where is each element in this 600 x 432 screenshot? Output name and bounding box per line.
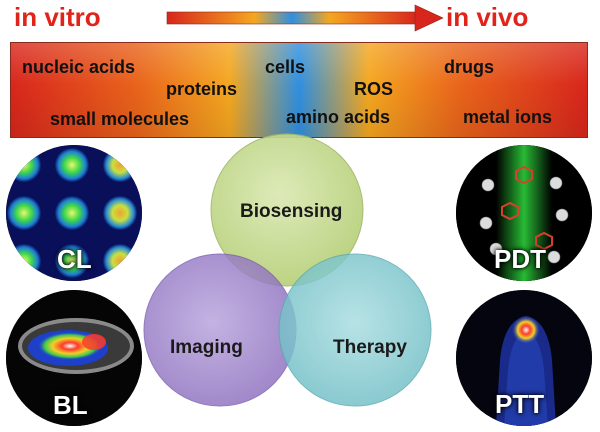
term-cells: cells	[265, 57, 306, 77]
in-vitro-label: in vitro	[14, 2, 101, 32]
pdt-label: PDT	[494, 244, 546, 274]
photothermal-therapy-image	[456, 290, 592, 426]
ptt-image-badge	[456, 290, 592, 426]
cl-image-badge	[6, 145, 142, 281]
ptt-label: PTT	[495, 389, 545, 419]
term-metal-ions: metal ions	[463, 107, 553, 127]
venn-circle-therapy	[278, 253, 432, 407]
venn-circle-biosensing	[210, 133, 364, 287]
photodynamic-therapy-image	[456, 145, 592, 281]
venn-circle-imaging	[143, 253, 297, 407]
bl-image-badge	[6, 290, 142, 426]
term-proteins: proteins	[166, 79, 238, 99]
venn-label-therapy: Therapy	[333, 337, 407, 358]
venn-label-imaging: Imaging	[170, 337, 243, 358]
term-small-molecules: small molecules	[50, 109, 190, 129]
term-amino-acids: amino acids	[286, 107, 391, 127]
pdt-image-badge	[456, 145, 592, 281]
bl-label: BL	[53, 390, 88, 420]
term-nucleic-acids: nucleic acids	[22, 57, 136, 77]
venn-label-biosensing: Biosensing	[240, 201, 343, 222]
cl-label: CL	[57, 244, 92, 274]
analyte-gradient-band	[10, 42, 588, 138]
term-ros: ROS	[354, 79, 394, 99]
gradient-arrow	[166, 4, 444, 32]
term-drugs: drugs	[444, 57, 495, 77]
in-vivo-label: in vivo	[446, 2, 529, 32]
bioluminescence-mouse-image	[6, 290, 142, 426]
